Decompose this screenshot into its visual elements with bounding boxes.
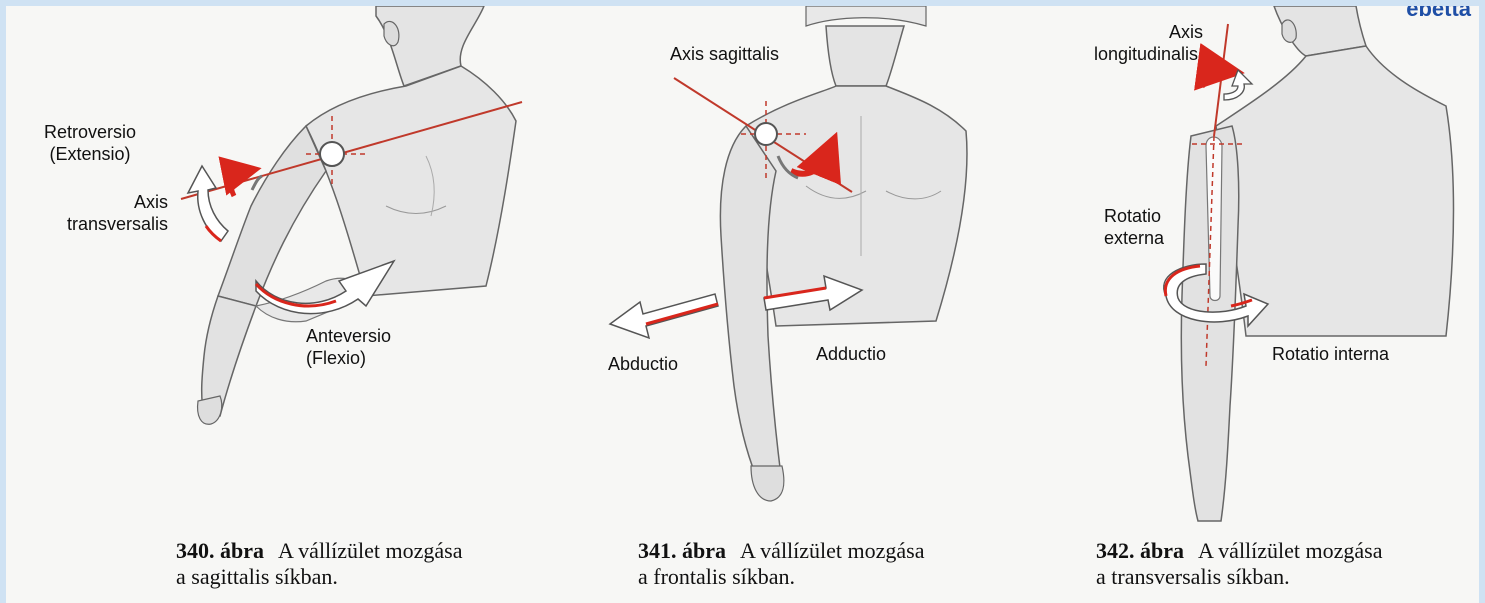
fig340-upper-arm [218, 126, 326, 306]
fig340-joint-circle [320, 142, 344, 166]
illustration-panel: ebetta [6, 6, 1479, 603]
fig340-label-axis: Axis [46, 192, 168, 212]
fig341-caption-number: 341. ábra [638, 538, 726, 563]
fig342-caption-line1: A vállízület mozgása [1198, 538, 1383, 563]
fig342-top-rotation-arrow [1202, 70, 1221, 86]
fig340-caption-line2: a sagittalis síkban. [176, 564, 463, 590]
fig340-label-axis-name: transversalis [36, 214, 168, 234]
fig340-caption-line1: A vállízület mozgása [278, 538, 463, 563]
fig341-caption-line2: a frontalis síkban. [638, 564, 925, 590]
fig340-torso [306, 66, 516, 296]
fig341-label-axis-sagittalis: Axis sagittalis [670, 44, 779, 64]
fig342-caption: 342. ábra A vállízület mozgása a transver… [1096, 538, 1383, 590]
fig342-label-axis-name: longitudinalis [1076, 44, 1216, 64]
fig341-drawing [610, 6, 967, 501]
fig342-torso [1216, 46, 1454, 336]
fig340-hand [198, 396, 222, 424]
fig341-abductio-arrow [610, 294, 718, 338]
fig341-neck [826, 26, 904, 86]
fig340-label-flexio: (Flexio) [306, 348, 366, 368]
fig342-label-externa: externa [1104, 228, 1164, 248]
fig341-head-base [806, 6, 926, 26]
fig342-caption-number: 342. ábra [1096, 538, 1184, 563]
fig340-caption-number: 340. ábra [176, 538, 264, 563]
fig340-label-anteversio: Anteversio [306, 326, 391, 346]
fig342-drawing [1164, 6, 1454, 521]
anatomy-illustrations [6, 6, 1479, 603]
fig341-hand [751, 466, 784, 501]
fig342-label-rotatio-1: Rotatio [1104, 206, 1161, 226]
fig341-caption-line1: A vállízület mozgása [740, 538, 925, 563]
fig342-caption-line2: a transversalis síkban. [1096, 564, 1383, 590]
fig340-label-retroversio: Retroversio [30, 122, 150, 142]
fig340-caption: 340. ábra A vállízület mozgása a sagittal… [176, 538, 463, 590]
fig341-joint-circle [755, 123, 777, 145]
fig341-caption: 341. ábra A vállízület mozgása a frontali… [638, 538, 925, 590]
fig341-label-adductio: Adductio [816, 344, 886, 364]
fig342-label-axis: Axis [1116, 22, 1256, 42]
fig340-label-extensio: (Extensio) [30, 144, 150, 164]
fig342-label-rotatio-interna: Rotatio interna [1272, 344, 1389, 364]
fig341-label-abductio: Abductio [608, 354, 678, 374]
